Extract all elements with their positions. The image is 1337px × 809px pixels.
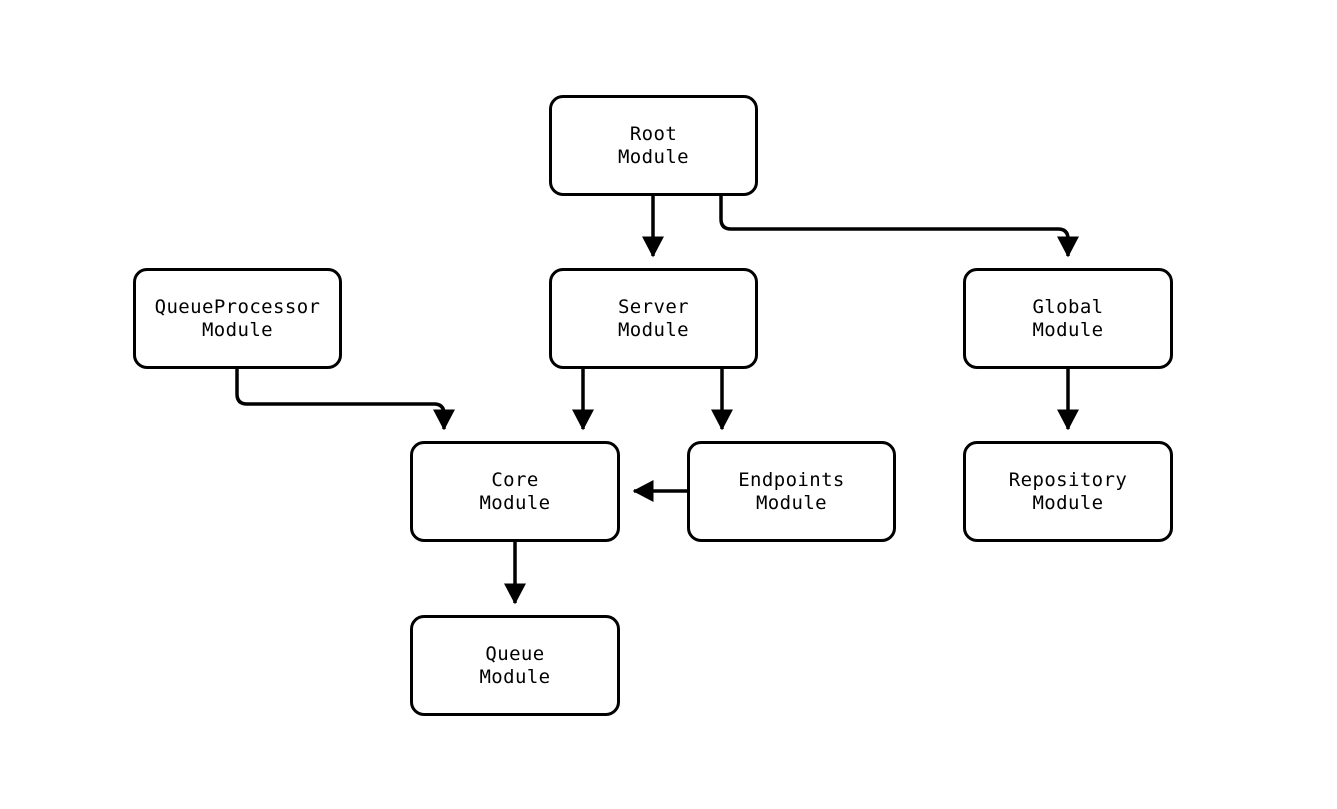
node-root-suffix: Module bbox=[617, 145, 690, 168]
edge-queueprocessor-core bbox=[235, 369, 456, 431]
node-queueprocessor-name: QueueProcessor bbox=[154, 295, 321, 318]
node-core-name: Core bbox=[491, 468, 539, 491]
edge-root-global bbox=[719, 196, 1080, 258]
node-server-suffix: Module bbox=[617, 318, 690, 341]
node-queueprocessor-suffix: Module bbox=[201, 318, 274, 341]
node-server-name: Server bbox=[617, 295, 690, 318]
node-repository-suffix: Module bbox=[1032, 491, 1104, 514]
node-global-name: Global bbox=[1032, 295, 1104, 318]
node-root-name: Root bbox=[629, 122, 678, 145]
node-endpoints-suffix: Module bbox=[755, 491, 828, 514]
node-queue-name: Queue bbox=[485, 642, 545, 665]
node-queue-suffix: Module bbox=[479, 665, 551, 688]
node-global-suffix: Module bbox=[1032, 318, 1104, 341]
node-endpoints-name: Endpoints bbox=[738, 468, 845, 491]
node-repository-name: Repository bbox=[1008, 468, 1128, 491]
node-core-suffix: Module bbox=[479, 491, 551, 514]
